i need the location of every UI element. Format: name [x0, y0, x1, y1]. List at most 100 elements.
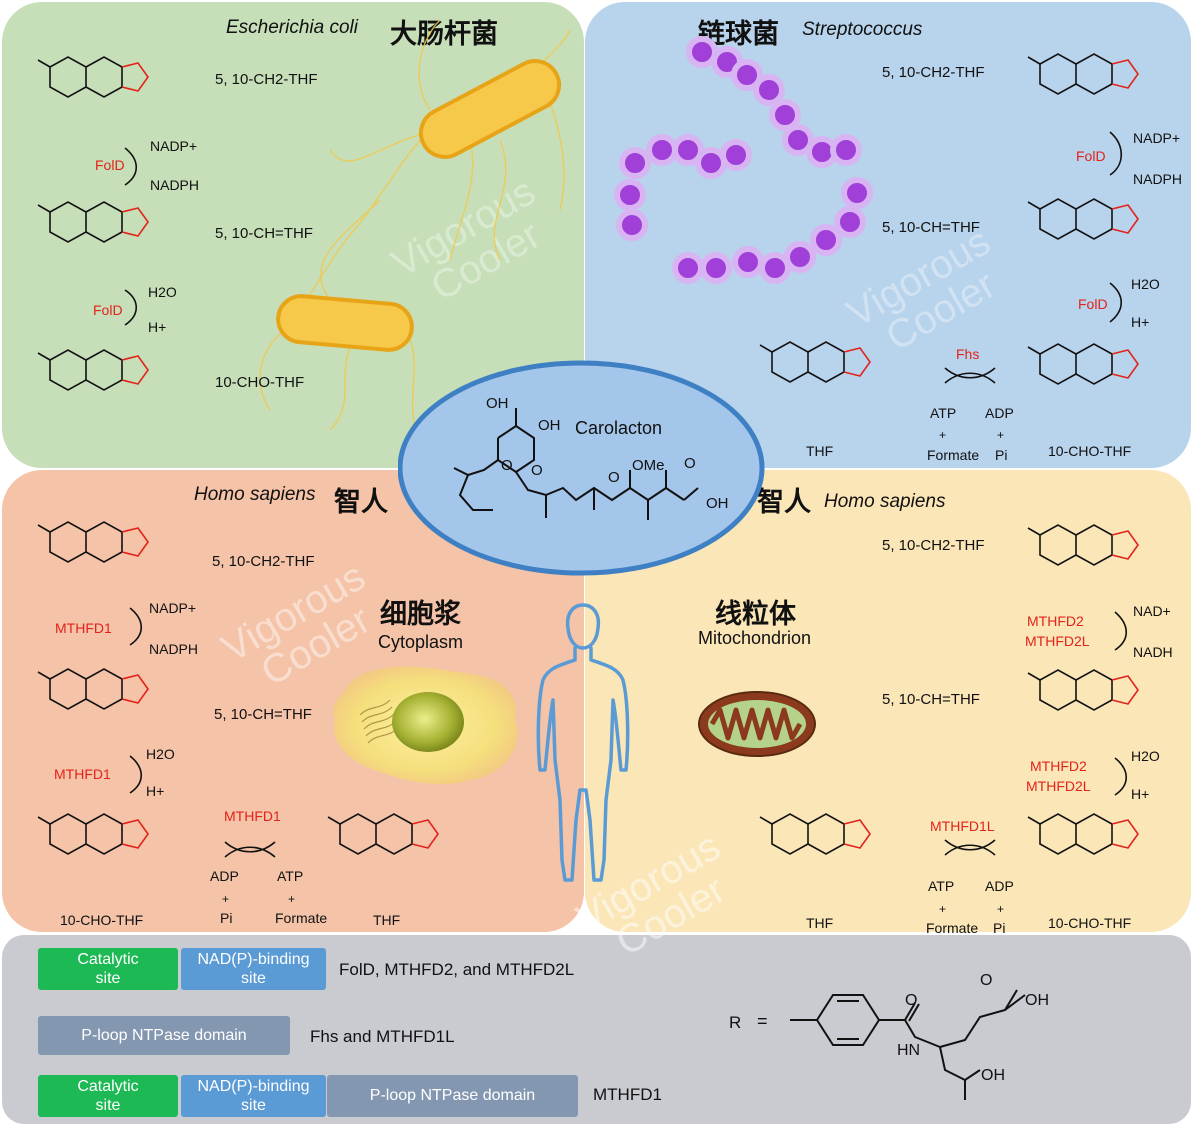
strep-cofactor-nadph: NADPH [1133, 171, 1183, 187]
cyto-cofactor-formate: Formate [275, 910, 328, 926]
strep-enzyme-fhs: Fhs [956, 346, 980, 362]
carolacton-oh3: OH [706, 495, 729, 512]
cyto-compound-chothf: 10-CHO-THF [60, 912, 144, 928]
illustration-layer [259, 19, 873, 882]
cyto-plus-1: + [222, 892, 230, 906]
cyto-cofactor-hplus: H+ [146, 783, 165, 799]
ecoli-compound-chothf: 10-CHO-THF [215, 374, 305, 391]
mito-compound-chthf: 5, 10-CH=THF [882, 691, 980, 708]
ecoli-cofactor-nadph: NADPH [150, 177, 200, 193]
strep-compound-thf: THF [806, 443, 834, 459]
strep-cofactor-h2o: H2O [1131, 276, 1160, 292]
mito-cofactor-atp: ATP [928, 878, 955, 894]
r-atom-hn: HN [897, 1042, 920, 1059]
carolacton-label: Carolacton [575, 418, 662, 438]
mito-enzyme-mthfd2l-2: MTHFD2L [1026, 778, 1091, 794]
mito-plus-2: + [997, 902, 1005, 916]
carolacton-o1: O [501, 457, 513, 474]
legend-ploop-label-2: P-loop NTPase domain [369, 1087, 536, 1105]
cyto-plus-2: + [288, 892, 296, 906]
mitochondrion-label: Mitochondrion [698, 628, 812, 648]
legend-catalytic-site-1: Catalytic site [38, 948, 178, 990]
carolacton-ome: OMe [632, 457, 665, 474]
mito-enzyme-mthfd2-1: MTHFD2 [1027, 613, 1084, 629]
mito-plus-1: + [939, 902, 947, 916]
ecoli-compound-chthf: 5, 10-CH=THF [215, 225, 313, 242]
carolacton-oh2: OH [538, 417, 561, 434]
legend-ploop-domain-1: P-loop NTPase domain [38, 1016, 290, 1055]
mito-cofactor-h2o: H2O [1131, 748, 1160, 764]
ecoli-cn-label: 大肠杆菌 [390, 19, 498, 50]
legend-catalytic-label-2: Catalytic site [77, 1077, 139, 1114]
strep-plus-2: + [997, 428, 1005, 442]
ecoli-compound-ch2thf: 5, 10-CH2-THF [215, 71, 318, 88]
carolacton-o2: O [531, 462, 543, 479]
strep-cofactor-pi: Pi [995, 447, 1008, 463]
cyto-compound-ch2thf: 5, 10-CH2-THF [212, 553, 315, 570]
strep-cofactor-nadp: NADP+ [1133, 130, 1181, 146]
mito-compound-chothf: 10-CHO-THF [1048, 915, 1132, 931]
cyto-enzyme-mthfd1-2: MTHFD1 [54, 766, 111, 782]
mito-enzyme-mthfd2-2: MTHFD2 [1030, 758, 1087, 774]
mito-species-label: Homo sapiens [824, 491, 946, 512]
mito-compound-ch2thf: 5, 10-CH2-THF [882, 537, 985, 554]
cytoplasm-cn-label: 细胞浆 [380, 599, 461, 630]
cyto-cofactor-pi: Pi [220, 910, 233, 926]
legend-row2-label: Fhs and MTHFD1L [310, 1027, 455, 1046]
legend-ploop-label-1: P-loop NTPase domain [81, 1026, 247, 1044]
mito-enzyme-mthfd2l-1: MTHFD2L [1025, 633, 1090, 649]
cyto-enzyme-mthfd1-3: MTHFD1 [224, 808, 281, 824]
mito-cofactor-adp: ADP [985, 878, 1014, 894]
cyto-enzyme-mthfd1-1: MTHFD1 [55, 620, 112, 636]
strep-plus-1: + [939, 428, 947, 442]
cyto-cofactor-nadp: NADP+ [149, 600, 197, 616]
legend-ploop-domain-2: P-loop NTPase domain [327, 1075, 578, 1117]
cyto-compound-thf: THF [373, 912, 401, 928]
r-group-equals: = [757, 1011, 768, 1031]
strep-cofactor-hplus: H+ [1131, 314, 1150, 330]
r-atom-oh1: OH [1025, 992, 1049, 1009]
carolacton-oh1: OH [486, 395, 509, 412]
strep-enzyme-fold-2: FolD [1078, 296, 1108, 312]
mito-cofactor-nadh: NADH [1133, 644, 1173, 660]
mito-cn-label: 智人 [757, 487, 811, 518]
legend-nadp-site-2: NAD(P)-binding site [181, 1075, 326, 1117]
mito-compound-thf: THF [806, 915, 834, 931]
mito-cofactor-formate: Formate [926, 920, 979, 936]
mito-enzyme-mthfd1l: MTHFD1L [930, 818, 995, 834]
legend-catalytic-site-2: Catalytic site [38, 1075, 178, 1117]
r-atom-o2: O [905, 992, 917, 1009]
ecoli-cofactor-hplus: H+ [148, 319, 167, 335]
ecoli-enzyme-fold-1: FolD [95, 157, 125, 173]
cyto-cn-label: 智人 [334, 487, 388, 518]
strep-compound-chthf: 5, 10-CH=THF [882, 219, 980, 236]
ecoli-cofactor-h2o: H2O [148, 284, 177, 300]
legend-nadp-label-2: NAD(P)-binding site [197, 1077, 310, 1114]
legend-catalytic-label-1: Catalytic site [77, 950, 139, 987]
cyto-species-label: Homo sapiens [194, 484, 316, 505]
carolacton-structure: OH OH O O OMe O O OH Carolacton [398, 360, 765, 576]
mito-cofactor-nad: NAD+ [1133, 603, 1171, 619]
strep-compound-ch2thf: 5, 10-CH2-THF [882, 64, 985, 81]
r-atom-o1: O [980, 972, 992, 989]
ecoli-species-label: Escherichia coli [226, 17, 358, 38]
mito-cofactor-pi: Pi [993, 920, 1006, 936]
legend-nadp-site-1: NAD(P)-binding site [181, 948, 326, 990]
legend-row1-label: FolD, MTHFD2, and MTHFD2L [339, 960, 575, 979]
r-group-structure: O OH HN O OH [790, 972, 1049, 1100]
r-group-label: R [729, 1013, 742, 1032]
ecoli-enzyme-fold-2: FolD [93, 302, 123, 318]
strep-species-label: Streptococcus [802, 19, 923, 40]
pterin-structures [37, 53, 1139, 858]
carolacton-o3: O [608, 469, 620, 486]
strep-enzyme-fold-1: FolD [1076, 148, 1106, 164]
strep-cofactor-formate: Formate [927, 447, 980, 463]
strep-cofactor-atp: ATP [930, 405, 957, 421]
cyto-cofactor-nadph: NADPH [149, 641, 199, 657]
legend-nadp-label-1: NAD(P)-binding site [197, 950, 310, 987]
ecoli-cofactor-nadp: NADP+ [150, 138, 198, 154]
legend-row3-label: MTHFD1 [593, 1085, 662, 1104]
r-atom-oh2: OH [981, 1067, 1005, 1084]
cyto-cofactor-atp: ATP [277, 868, 304, 884]
mito-cofactor-hplus: H+ [1131, 786, 1150, 802]
